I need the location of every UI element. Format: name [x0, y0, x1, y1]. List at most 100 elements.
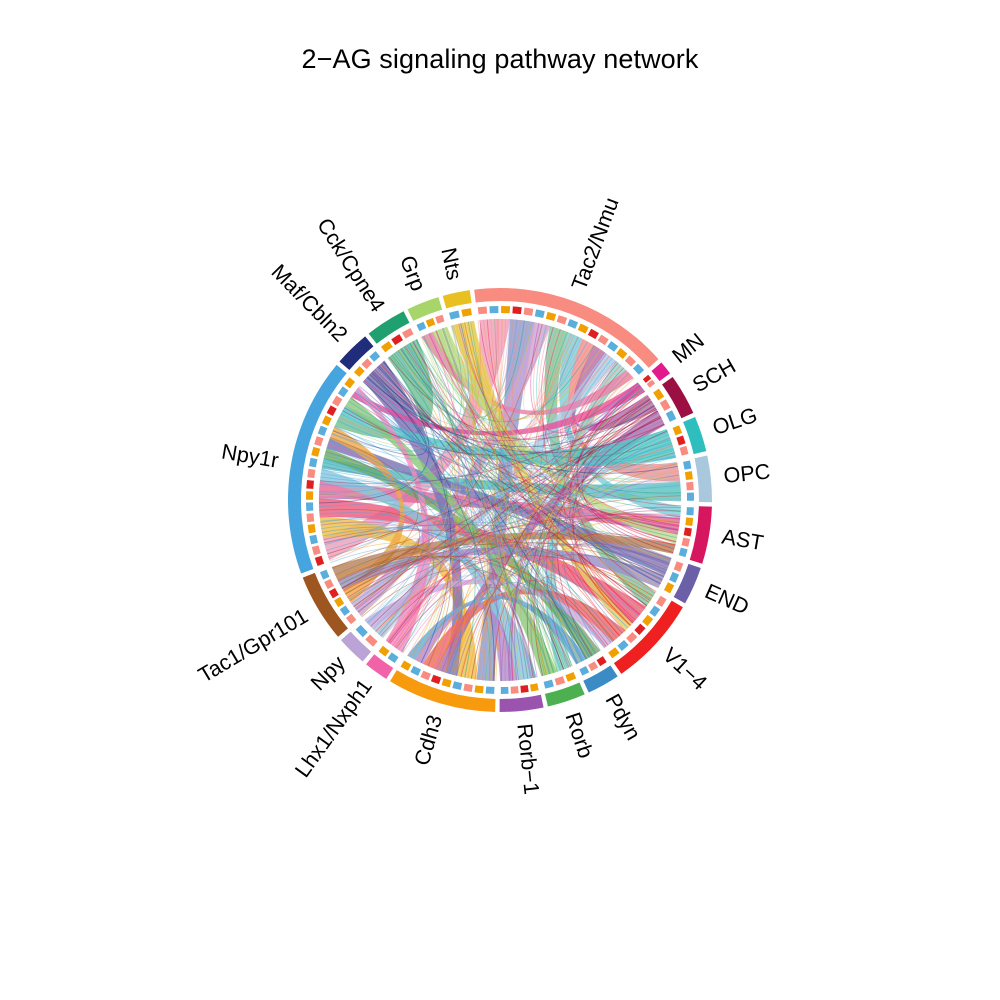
chord-strand: [533, 423, 665, 676]
chord-strand: [383, 361, 587, 660]
chord-ribbon: [451, 320, 633, 631]
inner-track-tick: [461, 308, 472, 317]
chord-strand: [493, 378, 635, 681]
chord-strand: [355, 390, 663, 455]
chord-strand: [441, 587, 531, 679]
chord-strand: [374, 368, 679, 530]
chord-strand: [523, 322, 573, 415]
sector-arc-end[interactable]: [673, 563, 701, 604]
chord-strand: [456, 554, 663, 676]
sector-arc-tac2-nmu[interactable]: [474, 288, 659, 368]
chord-strand: [557, 351, 630, 432]
chord-strand: [357, 542, 668, 613]
chord-strand: [319, 515, 435, 648]
chord-strand: [319, 509, 420, 609]
inner-track-tick: [317, 425, 328, 436]
chord-strand: [546, 574, 618, 664]
chord-strand: [398, 349, 492, 681]
chord-strand: [536, 401, 653, 675]
chord-strand: [494, 319, 558, 672]
chord-strand: [453, 324, 488, 681]
sector-label-nts: Nts: [436, 246, 466, 283]
chord-strand: [438, 334, 575, 671]
inner-track-tick: [608, 647, 620, 659]
chord-strand: [345, 541, 665, 595]
chord-strand: [566, 374, 639, 618]
sector-arc-sch[interactable]: [662, 376, 694, 419]
chord-strand: [330, 545, 536, 678]
chord-strand: [337, 323, 469, 446]
chord-strand: [409, 342, 555, 673]
inner-track-tick: [489, 306, 499, 314]
sector-arc-tac1-gpr101[interactable]: [302, 572, 348, 637]
inner-track-tick: [616, 347, 628, 359]
chord-strand: [320, 484, 681, 523]
sector-arc-mn[interactable]: [651, 362, 671, 382]
chord-strand: [327, 416, 662, 555]
sector-label-sch: SCH: [688, 354, 739, 397]
chord-strand: [389, 386, 642, 644]
chord-strand: [392, 319, 498, 647]
chord-strand: [353, 452, 675, 607]
sector-arc-lhx1-nxph1[interactable]: [366, 654, 394, 679]
sector-arc-pdyn[interactable]: [583, 665, 618, 693]
inner-track-tick: [665, 410, 677, 422]
sector-arc-v1-4[interactable]: [613, 600, 683, 674]
chord-strand: [341, 417, 662, 589]
inner-track-tick: [306, 502, 314, 512]
sector-label-mn: MN: [668, 329, 709, 369]
inner-track-tick: [430, 674, 442, 685]
inner-track-tick: [355, 624, 368, 638]
sector-arc-npy1r[interactable]: [287, 364, 347, 574]
sector-arc-cck-cpne4[interactable]: [368, 311, 410, 344]
inner-track-tick: [435, 314, 445, 324]
chord-ribbon: [339, 405, 677, 466]
sector-arc-ast[interactable]: [689, 506, 712, 564]
inner-track-tick: [632, 363, 645, 375]
chord-strand: [423, 335, 525, 680]
inner-track-tick: [663, 582, 675, 594]
sector-arc-rorb[interactable]: [544, 682, 585, 707]
chord-strand: [561, 345, 676, 546]
inner-track-tick: [400, 660, 412, 671]
chord-strand: [541, 328, 662, 582]
chord-strand: [486, 319, 620, 637]
inner-track-tick: [463, 683, 473, 692]
chord-strand: [319, 389, 644, 487]
chord-strand: [372, 343, 592, 430]
chord-strand: [380, 363, 648, 607]
chord-strand: [378, 323, 471, 635]
inner-track-tick: [452, 681, 463, 690]
chord-strand: [455, 324, 581, 663]
chord-strand: [400, 474, 680, 652]
inner-track-tick: [684, 471, 693, 480]
inner-track-tick: [520, 684, 529, 693]
sector-arc-nts[interactable]: [442, 290, 472, 309]
chord-strand: [354, 391, 583, 662]
chord-strand: [328, 385, 641, 558]
inner-track-tick: [681, 537, 691, 547]
inner-track-tick: [361, 358, 373, 370]
chord-strand: [413, 335, 461, 660]
chord-strand: [348, 400, 678, 539]
inner-track-tick: [634, 623, 646, 635]
sector-label-v1-4: V1−4: [658, 643, 712, 695]
chord-strand: [435, 330, 661, 584]
sector-arc-opc[interactable]: [694, 455, 712, 503]
sector-arc-rorb-1[interactable]: [499, 694, 544, 712]
chord-strand: [366, 448, 674, 623]
chord-strand: [363, 379, 639, 442]
inner-track-tick: [655, 595, 667, 608]
chord-strand: [326, 431, 669, 551]
chord-ribbon: [331, 532, 676, 580]
inner-track-tick: [410, 665, 422, 676]
sector-arc-cdh3[interactable]: [390, 670, 496, 712]
sector-arc-npy[interactable]: [340, 631, 372, 662]
sector-arc-maf-cbln2[interactable]: [339, 336, 374, 371]
chord-strand: [323, 458, 593, 657]
sector-arc-grp[interactable]: [407, 297, 443, 321]
sector-arc-olg[interactable]: [683, 416, 707, 455]
chord-strand: [474, 319, 503, 680]
chord-strand: [335, 336, 448, 449]
chord-strand: [470, 401, 653, 679]
